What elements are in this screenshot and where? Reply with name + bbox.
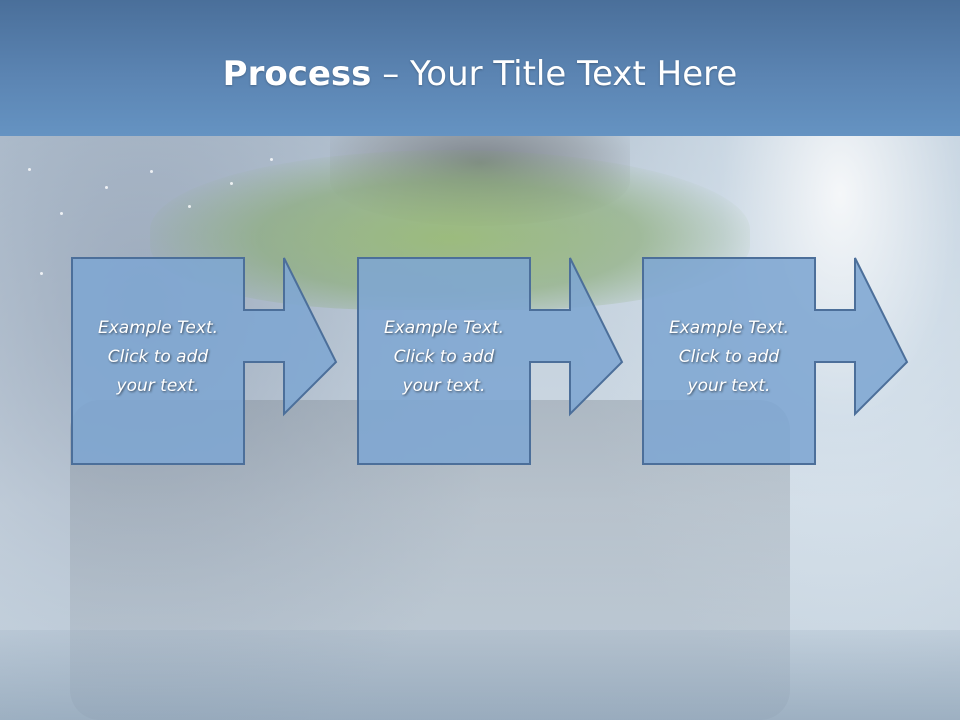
title-bold-part: Process <box>222 54 372 94</box>
step-3-text: Example Text. Click to add your text. <box>643 314 815 401</box>
step-1-arrow-shape <box>71 257 338 465</box>
step-3-arrow-shape <box>642 257 909 465</box>
step-2-arrow-shape <box>357 257 624 465</box>
step-text-line: Click to add <box>393 347 495 367</box>
star-decoration <box>230 182 233 185</box>
step-text-line: Example Text. <box>668 318 790 338</box>
step-text-line: your text. <box>687 376 771 396</box>
title-bar <box>0 0 960 136</box>
step-text-line: Click to add <box>678 347 780 367</box>
step-text-line: your text. <box>116 376 200 396</box>
star-decoration <box>150 170 153 173</box>
star-decoration <box>28 168 31 171</box>
slide-title[interactable]: Process – Your Title Text Here <box>0 54 960 94</box>
step-text-line: Click to add <box>107 347 209 367</box>
title-rest-part: Your Title Text Here <box>410 54 738 94</box>
star-decoration <box>40 272 43 275</box>
star-decoration <box>188 205 191 208</box>
step-text-line: Example Text. <box>383 318 505 338</box>
star-decoration <box>60 212 63 215</box>
step-2-text: Example Text. Click to add your text. <box>358 314 530 401</box>
step-text-line: your text. <box>402 376 486 396</box>
step-text-line: Example Text. <box>97 318 219 338</box>
star-decoration <box>105 186 108 189</box>
background-sea <box>0 630 960 720</box>
title-dash: – <box>371 54 411 94</box>
star-decoration <box>270 158 273 161</box>
step-1-text: Example Text. Click to add your text. <box>72 314 244 401</box>
